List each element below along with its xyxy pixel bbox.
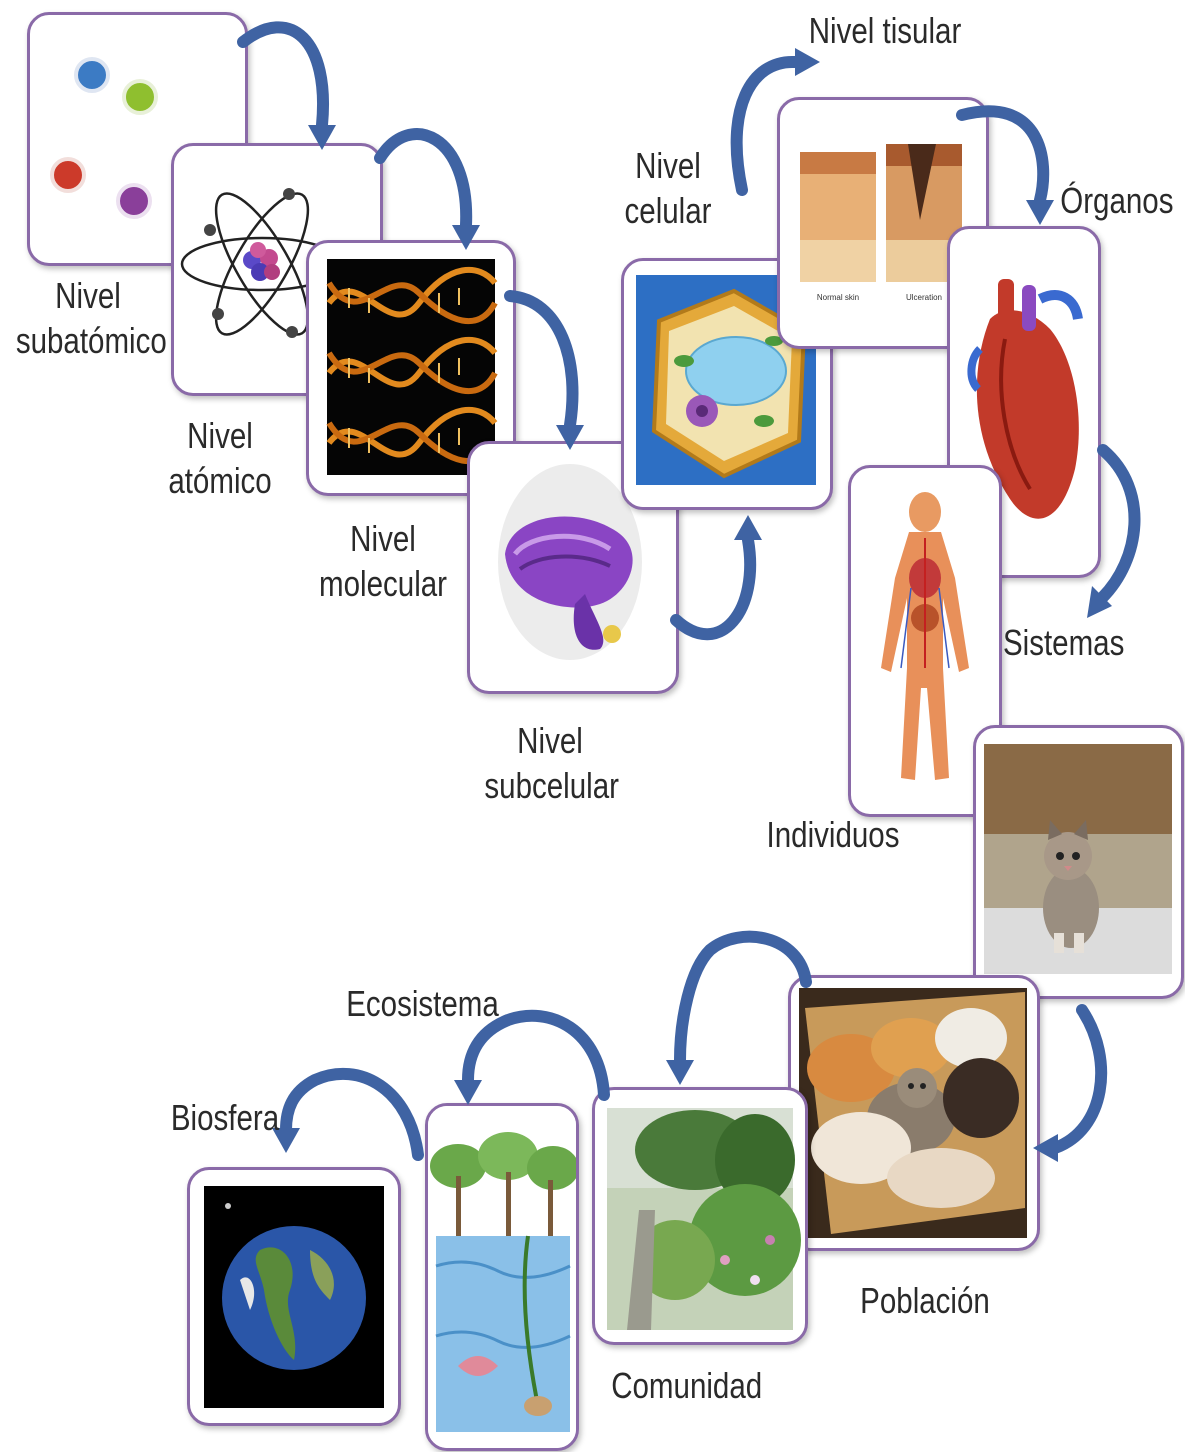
- label-atomic-line2: atómico: [163, 458, 278, 503]
- label-subcellular: Nivel subcelular: [484, 718, 615, 808]
- label-organs-line1: Órganos: [1060, 178, 1172, 223]
- label-cellular-line2: celular: [612, 188, 724, 233]
- label-ecosystem: Ecosistema: [346, 981, 494, 1026]
- cats-in-box-image: [791, 978, 1037, 1248]
- earth-globe-image: [190, 1170, 398, 1423]
- label-subcellular-line1: Nivel: [484, 718, 615, 763]
- label-ecosystem-line1: Ecosistema: [346, 981, 494, 1026]
- label-individuals-line1: Individuos: [763, 812, 902, 857]
- label-subatomic-line2: subatómico: [16, 318, 160, 363]
- label-molecular-line2: molecular: [319, 561, 447, 606]
- card-biosphere: [187, 1167, 401, 1426]
- pond-ecosystem-image: [428, 1106, 576, 1448]
- label-population: Población: [855, 1278, 994, 1323]
- label-subatomic-line1: Nivel: [16, 273, 160, 318]
- label-community: Comunidad: [611, 1363, 759, 1408]
- label-atomic-line1: Nivel: [163, 413, 278, 458]
- label-subatomic: Nivel subatómico: [16, 273, 160, 363]
- label-community-line1: Comunidad: [611, 1363, 759, 1408]
- label-organs: Órganos: [1060, 178, 1172, 223]
- card-population: [788, 975, 1040, 1251]
- ulceration-caption: Ulceration: [906, 293, 942, 302]
- label-tissue-line1: Nivel tisular: [803, 8, 967, 53]
- label-atomic: Nivel atómico: [163, 413, 278, 503]
- label-systems-line1: Sistemas: [1003, 620, 1121, 665]
- kitten-image: [976, 728, 1181, 996]
- label-biosphere: Biosfera: [164, 1095, 287, 1140]
- normal-skin-caption: Normal skin: [817, 293, 859, 302]
- label-molecular: Nivel molecular: [319, 516, 447, 606]
- label-population-line1: Población: [855, 1278, 994, 1323]
- label-biosphere-line1: Biosfera: [164, 1095, 287, 1140]
- label-molecular-line1: Nivel: [319, 516, 447, 561]
- label-individuals: Individuos: [763, 812, 902, 857]
- garden-community-image: [595, 1090, 805, 1342]
- label-tissue: Nivel tisular: [803, 8, 967, 53]
- card-community: [592, 1087, 808, 1345]
- label-cellular-line1: Nivel: [612, 143, 724, 188]
- label-cellular: Nivel celular: [612, 143, 724, 233]
- label-systems: Sistemas: [1003, 620, 1121, 665]
- card-ecosystem: [425, 1103, 579, 1451]
- label-subcellular-line2: subcelular: [484, 763, 615, 808]
- card-individuals: [973, 725, 1184, 999]
